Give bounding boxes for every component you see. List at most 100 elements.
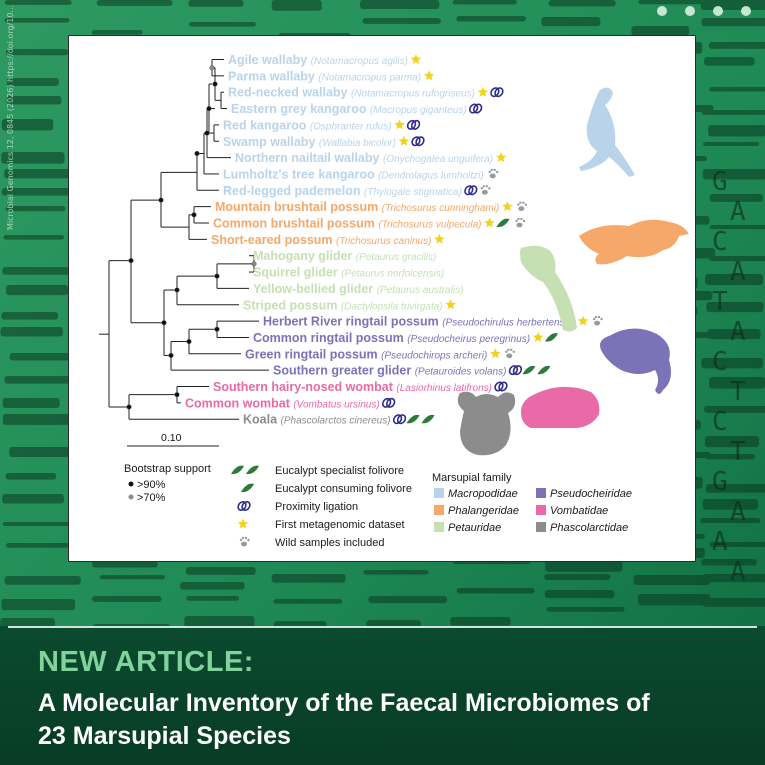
bootstrap-dot [168,352,174,358]
paw-icon-toe [517,217,520,221]
gel-letter: C [712,227,728,257]
gel-band [546,607,625,612]
gel-band [6,78,59,86]
family-legend-label: Phascolarctidae [550,522,628,534]
gel-band [541,17,601,27]
taxon-common-name: Swamp wallaby [223,135,319,149]
paw-icon-toe [517,203,520,206]
star-icon [484,217,495,228]
ligation-icon-ring [512,365,523,376]
gel-band [450,617,511,626]
bootstrap-dot [206,106,212,112]
gel-band [709,377,765,389]
bootstrap-low-label: >70% [137,492,166,504]
taxon-scientific-name: (Osphranter rufus) [310,121,392,132]
family-swatch [434,522,444,532]
article-title-line-2: 23 Marsupial Species [38,722,291,750]
carousel-pager[interactable] [657,6,751,16]
taxon-scientific-name: (Wallabia bicolor) [319,138,396,149]
gel-band [184,616,255,628]
carousel-dot[interactable] [685,6,695,16]
bootstrap-dot [126,404,132,410]
paw-icon [594,320,601,326]
taxon-scientific-name: (Trichosurus caninus) [336,236,431,247]
taxon-common-name: Parma wallaby [228,69,318,83]
paw-icon-toe [488,187,491,190]
taxon-label: Mountain brushtail possum (Trichosurus c… [215,200,499,214]
gel-letter: A [730,557,746,587]
taxon-scientific-name: (Pseudocheirus peregrinus) [407,334,530,345]
bootstrap-high-dot [128,481,134,487]
taxon-scientific-name: (Petauroides volans) [415,367,507,378]
taxon-common-name: Mahogany glider [253,249,356,263]
article-title[interactable]: A Molecular Inventory of the Faecal Micr… [38,687,738,753]
carousel-dot[interactable] [657,6,667,16]
paw-icon-toe [507,348,510,351]
gel-band [701,358,763,369]
taxon-scientific-name: (Pseudochirulus herbertensis) [442,318,575,329]
koala-silhouette [457,391,516,456]
symbol-legend-label: Eucalypt consuming folivore [275,483,412,495]
taxon-common-name: Eastern grey kangaroo [231,102,370,116]
gel-band [1,599,76,611]
taxon-scientific-name: (Notamacropus rufogriseus) [351,89,475,100]
gel-band [544,590,615,599]
family-swatch [536,505,546,515]
ligation-icon-ring [468,185,478,196]
gel-band [456,588,535,594]
paw-icon-toe [493,168,496,172]
gel-band [363,570,429,575]
taxon-label: Yellow-bellied glider (Petaurus australi… [253,282,463,296]
taxon-label: Lumholtz's tree kangaroo (Dendrolagus lu… [223,167,484,181]
kangaroo-silhouette [579,87,635,177]
gel-band [545,560,623,572]
taxon-scientific-name: (Phascolarctos cinereus) [281,416,391,427]
gel-band [2,494,64,504]
gel-band [709,87,765,92]
taxon-label: Southern hairy-nosed wombat (Lasiorhinus… [213,380,492,394]
carousel-dot[interactable] [741,6,751,16]
gel-band [91,30,143,35]
taxon-label: Northern nailtail wallaby (Onychogalea u… [235,151,493,165]
family-swatch [434,505,444,515]
taxon-label: Southern greater glider (Petauroides vol… [273,364,506,378]
gel-band [705,436,760,448]
taxon-common-name: Koala [243,413,281,427]
taxon-common-name: Common ringtail possum [253,331,407,345]
taxon-scientific-name: (Macropus giganteus) [370,105,467,116]
taxon-label: Red-necked wallaby (Notamacropus rufogri… [228,86,475,100]
paw-icon-toe [600,317,603,321]
gel-band [708,125,765,137]
gel-letter: A [730,257,746,287]
gel-band [271,574,346,583]
gel-band [708,42,765,49]
leaf-icon [406,414,420,424]
taxon-scientific-name: (Petaurus australis) [377,285,464,296]
gel-band [91,596,162,602]
taxon-scientific-name: (Trichosurus cunninghami) [382,203,500,214]
carousel-dot[interactable] [713,6,723,16]
gel-band [186,596,240,601]
star-icon [237,518,249,529]
taxon-common-name: Common brushtail possum [213,217,378,231]
paw-icon [481,189,488,195]
taxon-common-name: Northern nailtail wallaby [235,151,383,165]
gel-band [3,235,65,240]
gel-band [185,567,256,575]
gel-band [701,559,757,566]
paw-icon-toe [512,350,516,353]
taxon-scientific-name: (Dactylopsila trivirgata) [341,301,443,312]
taxon-common-name: Red-necked wallaby [228,86,351,100]
gel-band [706,302,764,313]
gel-letter: T [730,437,746,467]
gel-band [5,473,57,480]
taxon-scientific-name: (Pseudochirops archeri) [381,350,487,361]
bootstrap-dot [204,130,210,136]
taxon-common-name: Red-legged pademelon [223,184,364,198]
gel-band [704,406,765,413]
ligation-icon-ring [498,381,508,392]
paw-icon-toe [482,185,486,188]
gel-band [638,0,707,5]
gel-band [188,0,244,7]
paw-icon-toe [520,217,523,221]
